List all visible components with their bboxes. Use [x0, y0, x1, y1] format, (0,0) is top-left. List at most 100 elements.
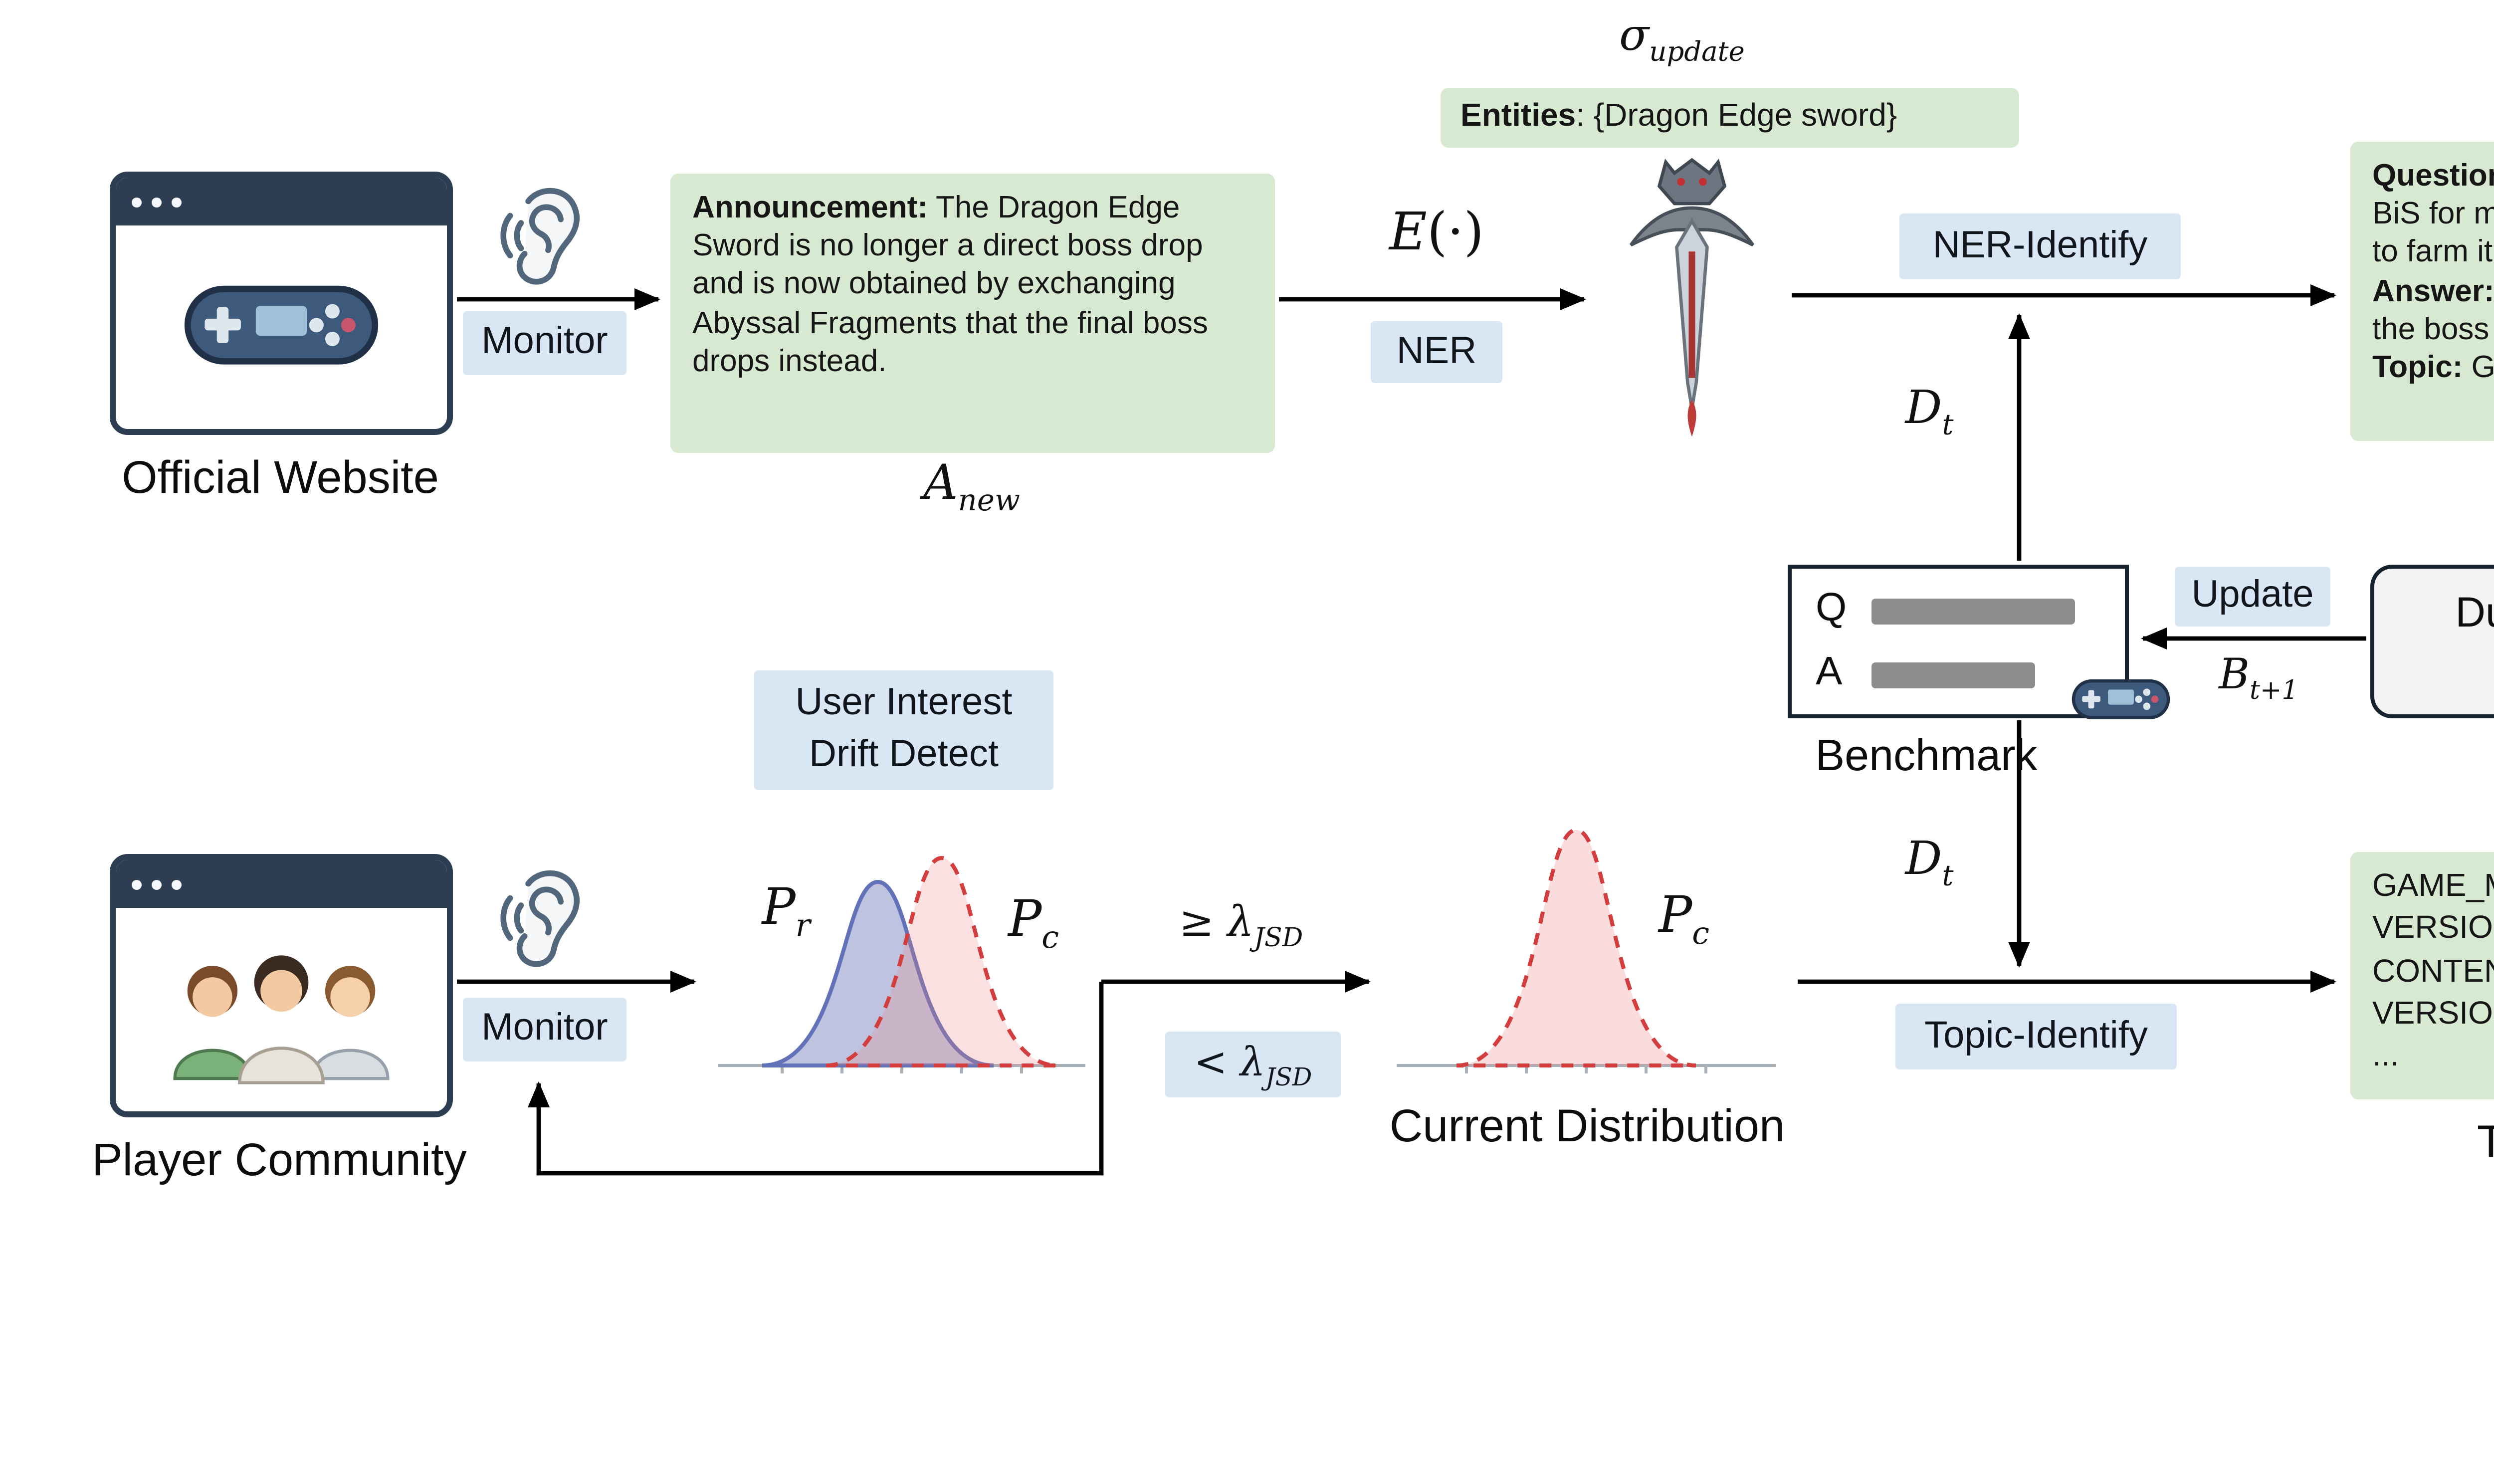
- monitor-tag-top: Monitor: [463, 311, 626, 375]
- d-t-upper-sub: t: [1942, 410, 1954, 442]
- benchmark-label: Benchmark: [1815, 730, 2038, 780]
- stale-answer: Answer: At the the Sunken Temple, after …: [2372, 273, 2494, 350]
- a-new-symbol: Anew: [850, 455, 1093, 518]
- p-r-sub: r: [795, 908, 811, 944]
- ner-identify-label: NER-Identify: [1932, 224, 2148, 266]
- d-t-lower-symbol: Dt: [1871, 834, 1987, 893]
- official-website-window: [110, 172, 453, 435]
- browser-content: [116, 908, 447, 1111]
- benchmark-q: Q: [1816, 587, 1847, 631]
- current-distribution-plot: [1397, 828, 1776, 1073]
- p-c-right-symbol: Pc: [1632, 886, 1736, 952]
- sigma-sub: update: [1649, 36, 1745, 69]
- extractor-symbol: E(·): [1317, 204, 1556, 263]
- benchmark-q-bar: [1871, 599, 2075, 625]
- b-next-symbol: Bt+1: [2179, 650, 2338, 707]
- p-c-right-base: P: [1658, 886, 1692, 944]
- current-distribution-label: Current Distribution: [1389, 1099, 1785, 1151]
- jsd-lt-tag: < λJSD: [1165, 1032, 1341, 1097]
- stale-question-label: Question: [2372, 160, 2494, 194]
- browser-content: [116, 225, 447, 429]
- p-c-left-base: P: [1008, 890, 1042, 948]
- update-tag: Update: [2175, 567, 2330, 627]
- jsd-ge-base: λ: [1227, 898, 1254, 946]
- topic-line: CONTENT_FEATURES: 12.5% -> 20.5 %: [2372, 955, 2494, 989]
- p-r-base: P: [762, 878, 796, 936]
- stale-topic-text: GAME_MECHANICS: [2471, 351, 2494, 386]
- drift-detect-tag: User Interest Drift Detect: [754, 670, 1053, 790]
- topic-line: ...: [2372, 1040, 2399, 1074]
- stale-answer-label: Answer:: [2372, 274, 2494, 309]
- jsd-ge-symbol: ≥ λJSD: [1121, 898, 1361, 954]
- d-t-upper-base: D: [1905, 383, 1942, 435]
- drift-distribution-plot: [718, 855, 1085, 1073]
- stale-question-text: : I saw a guide saying the Dragon Edge i…: [2372, 198, 2494, 270]
- browser-titlebar: [116, 860, 447, 908]
- stale-answer-text: At the the Sunken Temple, after defeatin…: [2372, 313, 2494, 347]
- topic-line: VERSION_UPDATES: 6.2% -> 7.1%: [2372, 997, 2494, 1032]
- extractor-args: (·): [1427, 204, 1484, 263]
- browser-dot: [172, 197, 182, 207]
- p-c-left-sub: c: [1041, 920, 1059, 956]
- pipeline-label: Dual-Source Data Synthesis Pipline: [2455, 591, 2494, 637]
- stale-subset-title: Stale subset Dstale: [2394, 36, 2494, 99]
- browser-dot: [132, 197, 142, 207]
- entities-text: : {Dragon Edge sword}: [1576, 100, 1897, 134]
- benchmark-a-bar: [1871, 662, 2035, 688]
- ner-tag: NER: [1371, 321, 1502, 383]
- people-icon: [173, 955, 390, 1084]
- ner-tag-label: NER: [1396, 330, 1477, 372]
- jsd-lt-prefix: <: [1194, 1038, 1241, 1085]
- arrow-loopback-to-monitor: [528, 982, 1104, 1176]
- player-community-label: Player Community: [92, 1133, 467, 1185]
- stale-question: Question : I saw a guide saying the Drago…: [2372, 158, 2494, 273]
- browser-dot: [152, 879, 162, 889]
- benchmark-a: A: [1816, 650, 1843, 694]
- announcement-label: Announcement:: [692, 192, 928, 225]
- d-t-upper-symbol: Dt: [1871, 383, 1987, 442]
- p-c-right-sub: c: [1692, 916, 1709, 952]
- monitor-tag-top-label: Monitor: [481, 321, 608, 363]
- ear-monitor-icon: [500, 188, 580, 285]
- dragon-sword-icon: [1629, 158, 1755, 437]
- jsd-ge-sub: JSD: [1254, 924, 1303, 954]
- drift-detect-line2: Drift Detect: [809, 734, 999, 776]
- announcement-card: Announcement: The Dragon Edge Sword is n…: [670, 174, 1275, 453]
- topic-identify-tag: Topic-Identify: [1895, 1004, 2177, 1069]
- b-next-sub: t+1: [2250, 676, 2298, 707]
- a-new-base: A: [923, 455, 958, 511]
- announcement-text: The Dragon Edge Sword is no longer a dir…: [692, 192, 1208, 379]
- topic-identify-label: Topic-Identify: [1924, 1015, 2148, 1057]
- stale-topic: Topic: GAME_MECHANICS: [2372, 349, 2494, 388]
- player-community-window: [110, 854, 453, 1117]
- official-website-label: Official Website: [122, 451, 439, 503]
- current-distribution-curve: [1456, 828, 1696, 1067]
- extractor-base: E: [1389, 204, 1427, 263]
- b-next-base: B: [2219, 650, 2250, 698]
- ear-monitor-icon-bottom: [500, 870, 580, 967]
- entities-label: Entities: [1460, 100, 1576, 134]
- browser-dot: [172, 879, 182, 889]
- browser-titlebar: [116, 178, 447, 225]
- monitor-tag-bottom-label: Monitor: [481, 1008, 608, 1050]
- browser-dot: [152, 197, 162, 207]
- topic-line: GAME_MECHANICS: 32.4% -> 21.3%: [2372, 870, 2494, 904]
- d-t-lower-base: D: [1905, 834, 1942, 886]
- entities-card: Entities: {Dragon Edge sword}: [1441, 88, 2019, 148]
- current-distribution-curve-overlay: [826, 855, 1058, 1067]
- stale-card: Question : I saw a guide saying the Drago…: [2350, 142, 2494, 441]
- a-new-sub: new: [958, 482, 1020, 519]
- ner-identify-tag: NER-Identify: [1899, 213, 2181, 279]
- topic-line: VERSION_COMPARISON: 7.2%->10.4%: [2372, 912, 2494, 947]
- topic-change-card: GAME_MECHANICS: 32.4% -> 21.3% VERSION_C…: [2350, 852, 2494, 1099]
- drift-detect-line1: User Interest: [795, 683, 1013, 725]
- pipeline-box: Dual-Source Data Synthesis Pipline: [2370, 565, 2494, 718]
- sigma-update-symbol: σupdate: [1562, 12, 1802, 69]
- jsd-lt-base: λ: [1240, 1038, 1265, 1085]
- p-r-symbol: Pr: [734, 878, 838, 944]
- gamepad-icon: [184, 285, 379, 365]
- stale-topic-label: Topic:: [2372, 351, 2463, 386]
